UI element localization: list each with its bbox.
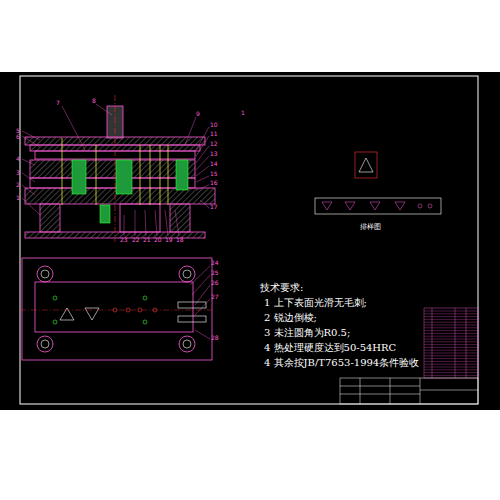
technical-note: 2 锐边倒棱; [264, 313, 317, 323]
table-rule [424, 350, 478, 351]
table-rule [424, 361, 478, 362]
callout-number: 25 [211, 270, 219, 276]
technical-note: 4 热处理硬度达到50-54HRC [264, 343, 396, 353]
table-rule [424, 355, 478, 356]
technical-note: 技术要求: [260, 283, 303, 293]
callout-number: 8 [92, 98, 96, 104]
table-rule [424, 313, 478, 314]
table-rule [424, 325, 478, 326]
callout-number: 3 [16, 170, 20, 176]
table-rule [424, 358, 478, 359]
table-rule [424, 316, 478, 317]
callout-number: 11 [210, 131, 218, 137]
table-rule [424, 333, 478, 334]
technical-note: 3 未注圆角为R0.5; [264, 328, 350, 338]
callout-number: 28 [211, 335, 219, 341]
callout-number: 22 [132, 237, 140, 243]
table-rule [424, 353, 478, 354]
callout-number: 7 [56, 100, 60, 106]
callout-number: 20 [154, 237, 162, 243]
table-rule [424, 372, 478, 373]
callout-number: 12 [210, 141, 218, 147]
callout-number: 24 [211, 260, 219, 266]
technical-note: 1 上下表面光滑无毛刺; [264, 298, 367, 308]
table-rule [424, 339, 478, 340]
callout-number: 21 [143, 237, 151, 243]
table-rule [424, 319, 478, 320]
table-rule [424, 327, 478, 328]
callout-number: 27 [211, 294, 219, 300]
table-rule [424, 330, 478, 331]
callout-number: 9 [196, 111, 200, 117]
callout-number: 14 [210, 161, 218, 167]
callout-number: 19 [165, 237, 173, 243]
callout-number: 6 [16, 134, 20, 140]
table-rule [424, 369, 478, 370]
callout-number: 10 [210, 122, 218, 128]
table-rule [424, 364, 478, 365]
table-rule [424, 367, 478, 368]
table-rule [424, 375, 478, 376]
table-rule [424, 336, 478, 337]
callout-number: 4 [16, 156, 20, 162]
callout-number: 23 [120, 237, 128, 243]
callout-number: 26 [211, 280, 219, 286]
table-rule [424, 341, 478, 342]
view-caption: 排样图 [360, 224, 381, 231]
table-rule [424, 347, 478, 348]
callout-number: 17 [210, 204, 218, 210]
technical-note: 4 其余按JB/T7653-1994条件验收 [264, 358, 419, 368]
callout-number: 13 [210, 151, 218, 157]
callout-number: 18 [176, 237, 184, 243]
table-rule [424, 322, 478, 323]
callout-number: 1 [16, 195, 20, 201]
table-rule [424, 344, 478, 345]
callout-number: 16 [210, 180, 218, 186]
table-rule [424, 311, 478, 312]
callout-number: 15 [210, 171, 218, 177]
callout-number: 2 [16, 182, 20, 188]
callout-number: 1 [241, 110, 245, 116]
